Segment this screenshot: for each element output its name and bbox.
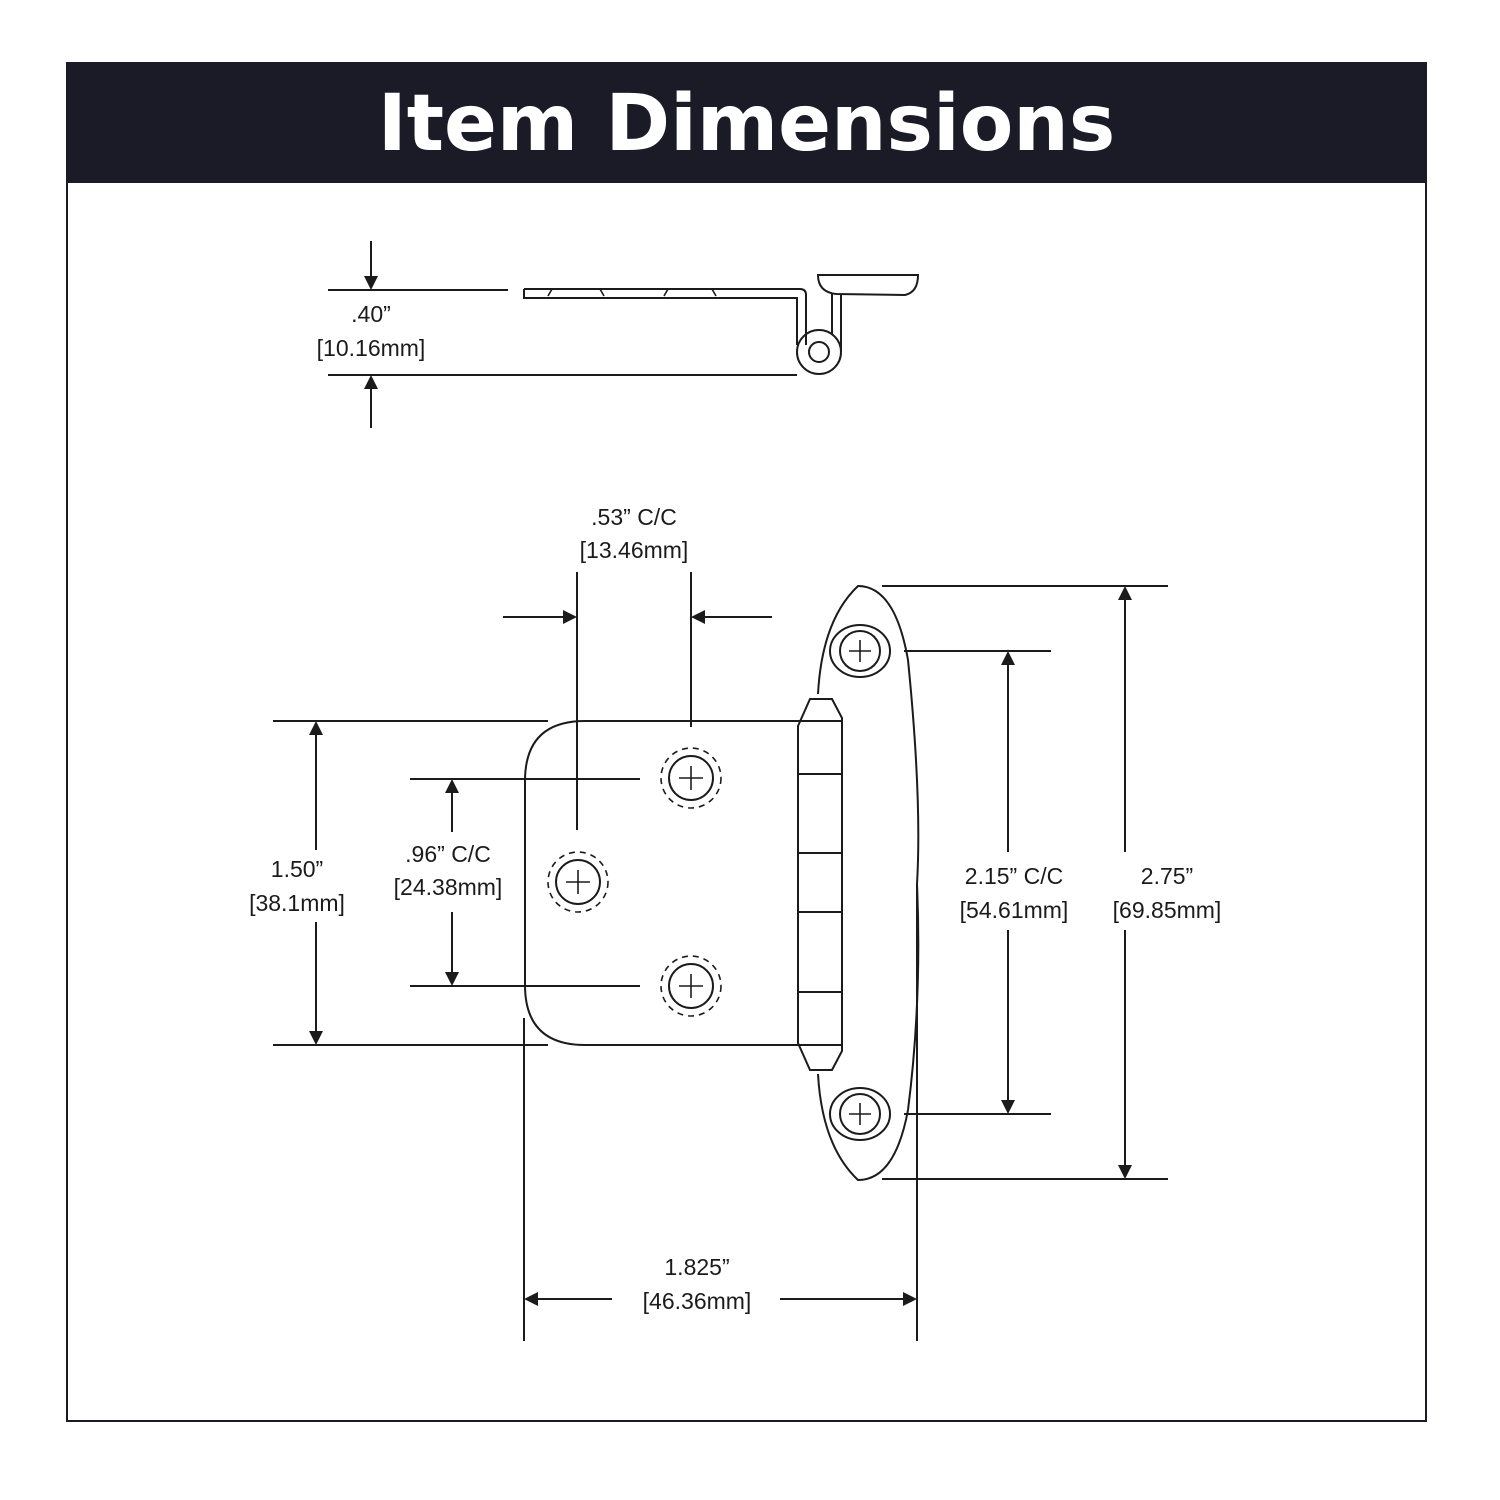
- overall-width-metric: [46.36mm]: [643, 1288, 752, 1314]
- arrow-right-icon: [903, 1292, 917, 1306]
- frame-spacing-metric: [54.61mm]: [960, 897, 1069, 923]
- arrow-down-icon: [445, 972, 459, 986]
- hole-spacing-v-imperial: .96” C/C: [405, 841, 491, 867]
- frame-screw-bottom: [829, 1087, 891, 1141]
- side-tick: [663, 288, 669, 297]
- side-knuckle-pin: [808, 341, 830, 363]
- hole-spacing-h-metric: [13.46mm]: [580, 537, 689, 563]
- leaf-screw-top: [660, 747, 722, 809]
- hole-spacing-h-imperial: .53” C/C: [591, 504, 677, 530]
- leaf-screw-middle: [547, 851, 609, 913]
- arrow-down-icon: [1001, 1100, 1015, 1114]
- hinge-knuckle: [797, 698, 843, 1071]
- thickness-imperial: .40”: [351, 301, 391, 327]
- side-view: .40” [10.16mm]: [317, 241, 920, 428]
- hinge-leaf: [524, 720, 842, 1046]
- overall-width-imperial: 1.825”: [664, 1254, 729, 1280]
- arrow-up-icon: [1001, 651, 1015, 665]
- hole-spacing-v-metric: [24.38mm]: [394, 874, 503, 900]
- side-tick: [711, 288, 717, 297]
- overall-height-imperial: 2.75”: [1141, 863, 1193, 889]
- frame-screw-top: [829, 624, 891, 678]
- header-bar: Item Dimensions: [68, 64, 1425, 183]
- thickness-metric: [10.16mm]: [317, 335, 426, 361]
- front-view: .53” C/C [13.46mm] 1.50” [38.1mm] .96” C…: [249, 504, 1221, 1341]
- arrow-up-icon: [445, 779, 459, 793]
- frame-spacing-imperial: 2.15” C/C: [965, 863, 1063, 889]
- leaf-height-metric: [38.1mm]: [249, 890, 345, 916]
- arrow-down-icon: [309, 1031, 323, 1045]
- overall-height-metric: [69.85mm]: [1113, 897, 1222, 923]
- arrow-left-icon: [524, 1292, 538, 1306]
- leaf-screw-bottom: [660, 955, 722, 1017]
- arrow-up-icon: [309, 721, 323, 735]
- side-frame-cap: [816, 274, 920, 297]
- side-tick: [599, 288, 605, 297]
- leaf-height-imperial: 1.50”: [271, 856, 323, 882]
- arrow-down-icon: [1118, 1165, 1132, 1179]
- side-tick: [547, 288, 553, 297]
- side-leaf-plate: [523, 288, 807, 345]
- page-title: Item Dimensions: [377, 78, 1116, 169]
- side-knuckle-outer: [796, 329, 842, 375]
- arrow-down-icon: [364, 276, 378, 290]
- arrow-right-icon: [563, 610, 577, 624]
- arrow-up-icon: [1118, 586, 1132, 600]
- arrow-left-icon: [691, 610, 705, 624]
- arrow-up-icon: [364, 375, 378, 389]
